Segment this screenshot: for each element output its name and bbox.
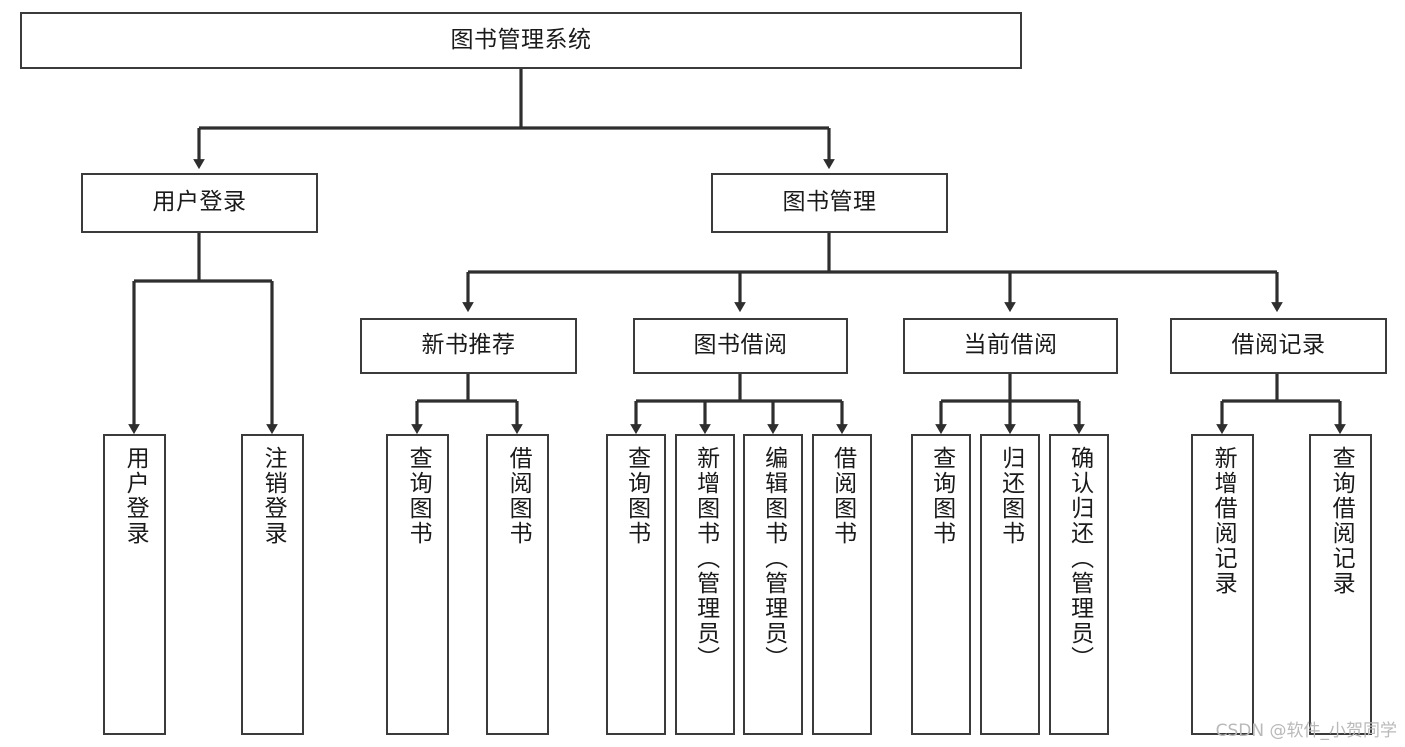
node-root-system-label: 图书管理系统 bbox=[450, 26, 592, 53]
node-book-manage-label: 图书管理 bbox=[782, 189, 877, 216]
node-user-login[interactable]: 用户登录 bbox=[81, 173, 318, 233]
node-leaf-borrow-book-label: 借阅图书 bbox=[829, 446, 856, 546]
node-leaf-query-book-borrow[interactable]: 查询图书 bbox=[606, 434, 666, 735]
node-leaf-return-book[interactable]: 归还图书 bbox=[980, 434, 1040, 735]
node-leaf-edit-book-admin[interactable]: 编辑图书（管理员） bbox=[743, 434, 803, 735]
node-leaf-logout[interactable]: 注销登录 bbox=[241, 434, 304, 735]
node-book-manage[interactable]: 图书管理 bbox=[711, 173, 948, 233]
node-leaf-logout-label: 注销登录 bbox=[260, 446, 287, 546]
node-current-borrow-label: 当前借阅 bbox=[963, 332, 1058, 359]
node-new-book-recommend-label: 新书推荐 bbox=[421, 332, 516, 359]
node-leaf-query-borrow-record-label: 查询借阅记录 bbox=[1328, 446, 1355, 596]
node-leaf-user-login[interactable]: 用户登录 bbox=[103, 434, 166, 735]
node-borrow-record[interactable]: 借阅记录 bbox=[1170, 318, 1387, 374]
node-leaf-confirm-return-admin-label: 确认归还（管理员） bbox=[1066, 446, 1093, 671]
node-book-borrow[interactable]: 图书借阅 bbox=[633, 318, 848, 374]
node-leaf-add-borrow-record-label: 新增借阅记录 bbox=[1210, 446, 1237, 596]
node-leaf-borrow-book[interactable]: 借阅图书 bbox=[812, 434, 872, 735]
node-leaf-query-borrow-record[interactable]: 查询借阅记录 bbox=[1309, 434, 1372, 735]
node-leaf-add-book-admin[interactable]: 新增图书（管理员） bbox=[675, 434, 735, 735]
node-borrow-record-label: 借阅记录 bbox=[1231, 332, 1326, 359]
watermark-text: CSDN @软件_小贺同学 bbox=[1215, 721, 1397, 741]
node-leaf-edit-book-admin-label: 编辑图书（管理员） bbox=[760, 446, 787, 671]
node-leaf-query-book-recommend[interactable]: 查询图书 bbox=[386, 434, 449, 735]
node-new-book-recommend[interactable]: 新书推荐 bbox=[360, 318, 577, 374]
node-root-system[interactable]: 图书管理系统 bbox=[20, 12, 1022, 69]
node-current-borrow[interactable]: 当前借阅 bbox=[903, 318, 1118, 374]
node-leaf-query-book-current-label: 查询图书 bbox=[928, 446, 955, 546]
node-leaf-add-borrow-record[interactable]: 新增借阅记录 bbox=[1191, 434, 1254, 735]
node-book-borrow-label: 图书借阅 bbox=[693, 332, 788, 359]
node-leaf-add-book-admin-label: 新增图书（管理员） bbox=[692, 446, 719, 671]
node-leaf-query-book-recommend-label: 查询图书 bbox=[405, 446, 432, 546]
node-leaf-query-book-current[interactable]: 查询图书 bbox=[911, 434, 971, 735]
node-leaf-query-book-borrow-label: 查询图书 bbox=[623, 446, 650, 546]
node-leaf-user-login-label: 用户登录 bbox=[122, 446, 149, 546]
node-user-login-label: 用户登录 bbox=[152, 189, 247, 216]
node-leaf-borrow-book-recommend[interactable]: 借阅图书 bbox=[486, 434, 549, 735]
node-leaf-confirm-return-admin[interactable]: 确认归还（管理员） bbox=[1049, 434, 1109, 735]
node-leaf-borrow-book-recommend-label: 借阅图书 bbox=[505, 446, 532, 546]
node-leaf-return-book-label: 归还图书 bbox=[997, 446, 1024, 546]
